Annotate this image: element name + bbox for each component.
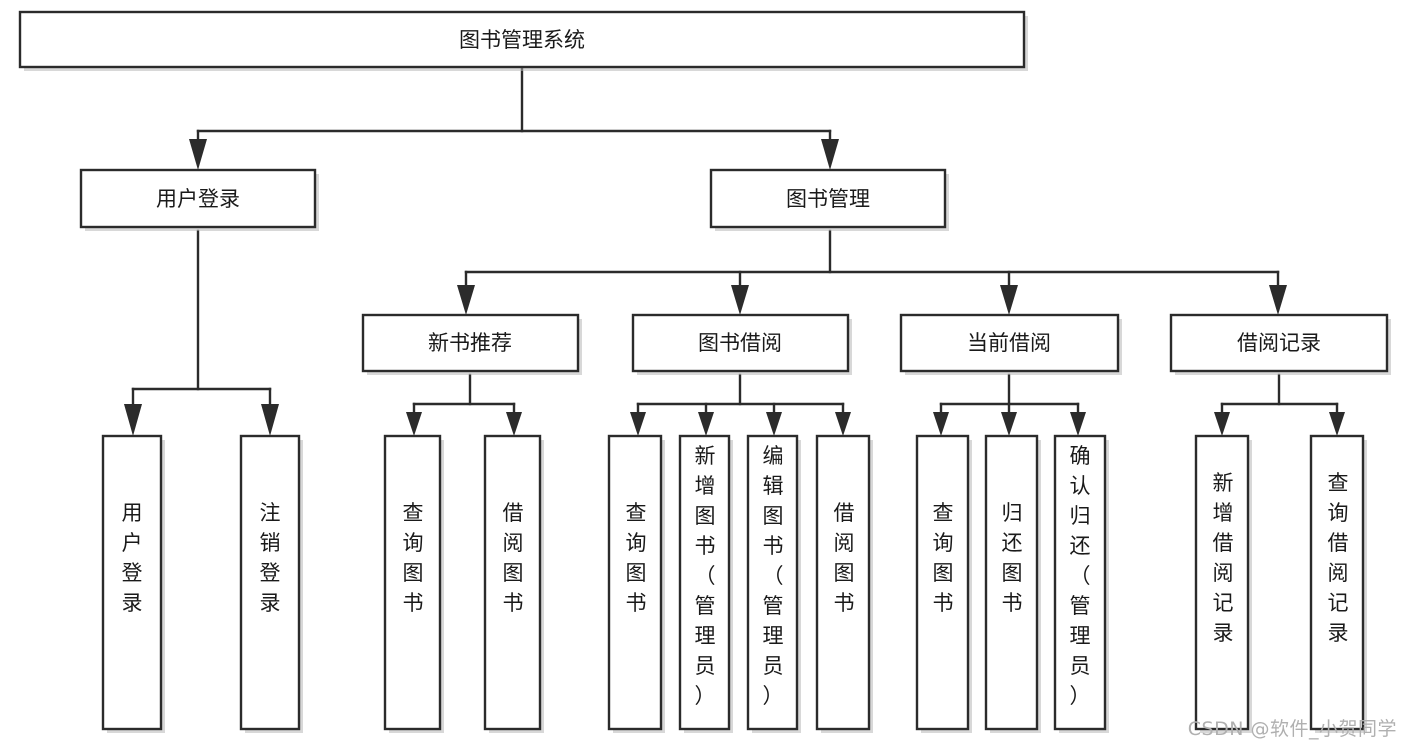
- arrow-newbook-leaf-2: [506, 412, 522, 436]
- leaf-borrow-add-book-box[interactable]: [678, 434, 731, 731]
- leaf-logout[interactable]: 注销登录: [239, 434, 303, 733]
- leaf-newbook-query-book[interactable]: 查询图书: [383, 434, 444, 733]
- arrow-to-new-book-rec: [457, 285, 475, 315]
- node-borrow-records[interactable]: 借阅记录: [1169, 313, 1391, 375]
- arrow-to-leaf-logout: [261, 404, 279, 436]
- arrow-to-book-mgmt: [821, 139, 839, 170]
- leaf-logout-label: 注销登录: [260, 501, 281, 615]
- leaf-newbook-query-book-box[interactable]: [383, 434, 442, 731]
- arrow-borrow-leaf-4: [835, 412, 851, 436]
- leaf-newbook-borrow-book-box[interactable]: [483, 434, 542, 731]
- csdn-watermark: CSDN @软件_小贺同学: [1187, 718, 1397, 740]
- node-book-borrow[interactable]: 图书借阅: [631, 313, 852, 375]
- arrow-borrow-leaf-3: [766, 412, 782, 436]
- leaf-records-add-record-label: 新增借阅记录: [1213, 471, 1234, 645]
- leaf-records-query-record[interactable]: 查询借阅记录: [1309, 434, 1367, 733]
- leaf-borrow-add-book[interactable]: 新增图书（管理员）: [678, 434, 733, 733]
- leaf-borrow-edit-book-label: 编辑图书（管理员）: [763, 444, 784, 708]
- leaf-borrow-borrow-book[interactable]: 借阅图书: [815, 434, 873, 733]
- node-book-management[interactable]: 图书管理: [709, 168, 949, 231]
- arrow-to-user-login: [189, 139, 207, 170]
- leaf-borrow-edit-book[interactable]: 编辑图书（管理员）: [746, 434, 801, 733]
- leaf-borrow-query-book[interactable]: 查询图书: [607, 434, 665, 733]
- arrow-to-book-borrow: [731, 285, 749, 315]
- leaf-current-return-book-label: 归还图书: [1002, 501, 1023, 615]
- leaf-newbook-borrow-book-label: 借阅图书: [503, 501, 524, 615]
- leaf-borrow-add-book-label: 新增图书（管理员）: [695, 444, 716, 708]
- leaf-borrow-query-book-label: 查询图书: [626, 501, 647, 615]
- arrow-current-leaf-1: [933, 412, 949, 436]
- arrow-current-leaf-3: [1070, 412, 1086, 436]
- leaf-current-confirm-return[interactable]: 确认归还（管理员）: [1053, 434, 1109, 733]
- leaf-borrow-borrow-book-box[interactable]: [815, 434, 871, 731]
- leaf-records-add-record-box[interactable]: [1194, 434, 1250, 731]
- node-current-borrow[interactable]: 当前借阅: [899, 313, 1122, 375]
- arrow-to-current-borrow: [1000, 285, 1018, 315]
- node-user-login-box[interactable]: [79, 168, 317, 229]
- node-book-management-label: 图书管理: [786, 187, 870, 211]
- node-user-login[interactable]: 用户登录: [79, 168, 319, 231]
- leaf-records-query-record-box[interactable]: [1309, 434, 1365, 731]
- leaf-current-query-book-label: 查询图书: [933, 501, 954, 615]
- node-root[interactable]: 图书管理系统: [18, 10, 1028, 71]
- leaf-current-return-book[interactable]: 归还图书: [984, 434, 1041, 733]
- leaf-records-query-record-label: 查询借阅记录: [1328, 471, 1349, 645]
- node-new-book-recommend-label: 新书推荐: [428, 331, 512, 355]
- arrow-current-leaf-2: [1001, 412, 1017, 436]
- node-book-borrow-box[interactable]: [631, 313, 850, 373]
- leaf-records-add-record[interactable]: 新增借阅记录: [1194, 434, 1252, 733]
- leaf-user-login[interactable]: 用户登录: [101, 434, 165, 733]
- node-borrow-records-label: 借阅记录: [1237, 331, 1321, 355]
- leaf-logout-box[interactable]: [239, 434, 301, 731]
- node-new-book-recommend[interactable]: 新书推荐: [361, 313, 582, 375]
- leaf-current-confirm-return-box[interactable]: [1053, 434, 1107, 731]
- arrow-to-borrow-records: [1269, 285, 1287, 315]
- node-new-book-recommend-box[interactable]: [361, 313, 580, 373]
- leaf-borrow-query-book-box[interactable]: [607, 434, 663, 731]
- node-root-box[interactable]: [18, 10, 1026, 69]
- arrow-newbook-leaf-1: [406, 412, 422, 436]
- leaf-newbook-query-book-label: 查询图书: [403, 501, 424, 615]
- leaf-user-login-label: 用户登录: [122, 501, 143, 615]
- node-current-borrow-box[interactable]: [899, 313, 1120, 373]
- leaf-current-return-book-box[interactable]: [984, 434, 1039, 731]
- arrow-to-leaf-user-login: [124, 404, 142, 436]
- arrow-records-leaf-1: [1214, 412, 1230, 436]
- leaf-current-query-book[interactable]: 查询图书: [915, 434, 972, 733]
- leaf-current-confirm-return-label: 确认归还（管理员）: [1070, 444, 1091, 708]
- leaf-newbook-borrow-book[interactable]: 借阅图书: [483, 434, 544, 733]
- node-user-login-label: 用户登录: [156, 187, 240, 211]
- leaf-borrow-borrow-book-label: 借阅图书: [834, 501, 855, 615]
- node-root-label: 图书管理系统: [459, 28, 585, 52]
- leaf-borrow-edit-book-box[interactable]: [746, 434, 799, 731]
- leaf-user-login-box[interactable]: [101, 434, 163, 731]
- leaf-current-query-book-box[interactable]: [915, 434, 970, 731]
- arrow-records-leaf-2: [1329, 412, 1345, 436]
- arrow-borrow-leaf-2: [698, 412, 714, 436]
- connector-group: [124, 65, 1345, 436]
- node-current-borrow-label: 当前借阅: [967, 331, 1051, 355]
- node-book-management-box[interactable]: [709, 168, 947, 229]
- node-book-borrow-label: 图书借阅: [698, 331, 782, 355]
- node-borrow-records-box[interactable]: [1169, 313, 1389, 373]
- arrow-borrow-leaf-1: [630, 412, 646, 436]
